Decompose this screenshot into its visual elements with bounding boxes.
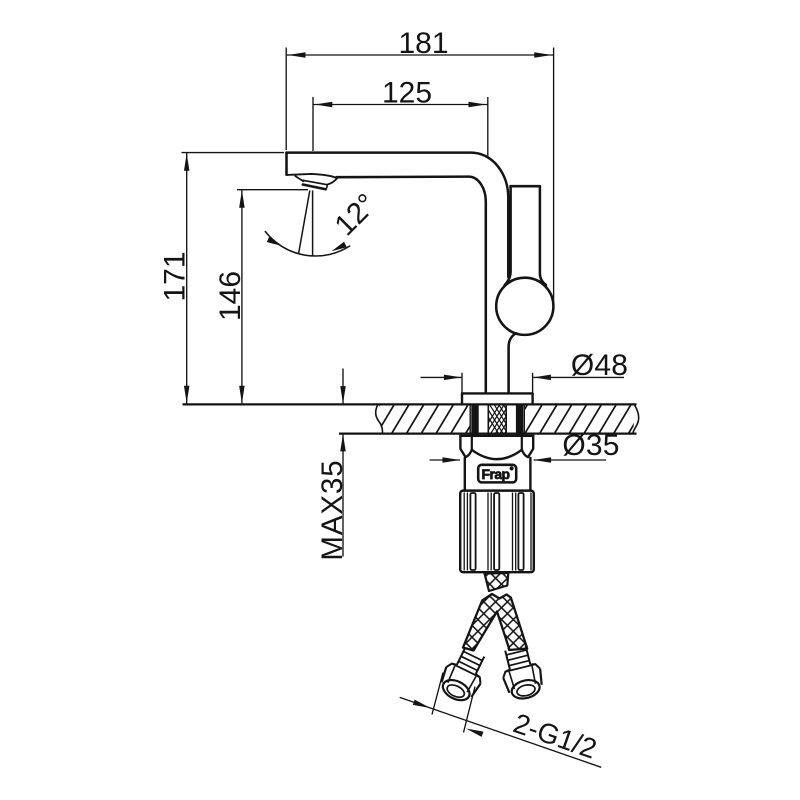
svg-text:MAX35: MAX35 [316,459,349,560]
svg-text:Ø35: Ø35 [562,429,619,462]
svg-text:125: 125 [382,77,432,110]
svg-text:Frap: Frap [482,466,510,482]
svg-text:181: 181 [398,27,448,60]
svg-text:Ø48: Ø48 [571,349,628,382]
svg-text:171: 171 [159,251,192,301]
svg-text:146: 146 [214,271,247,321]
